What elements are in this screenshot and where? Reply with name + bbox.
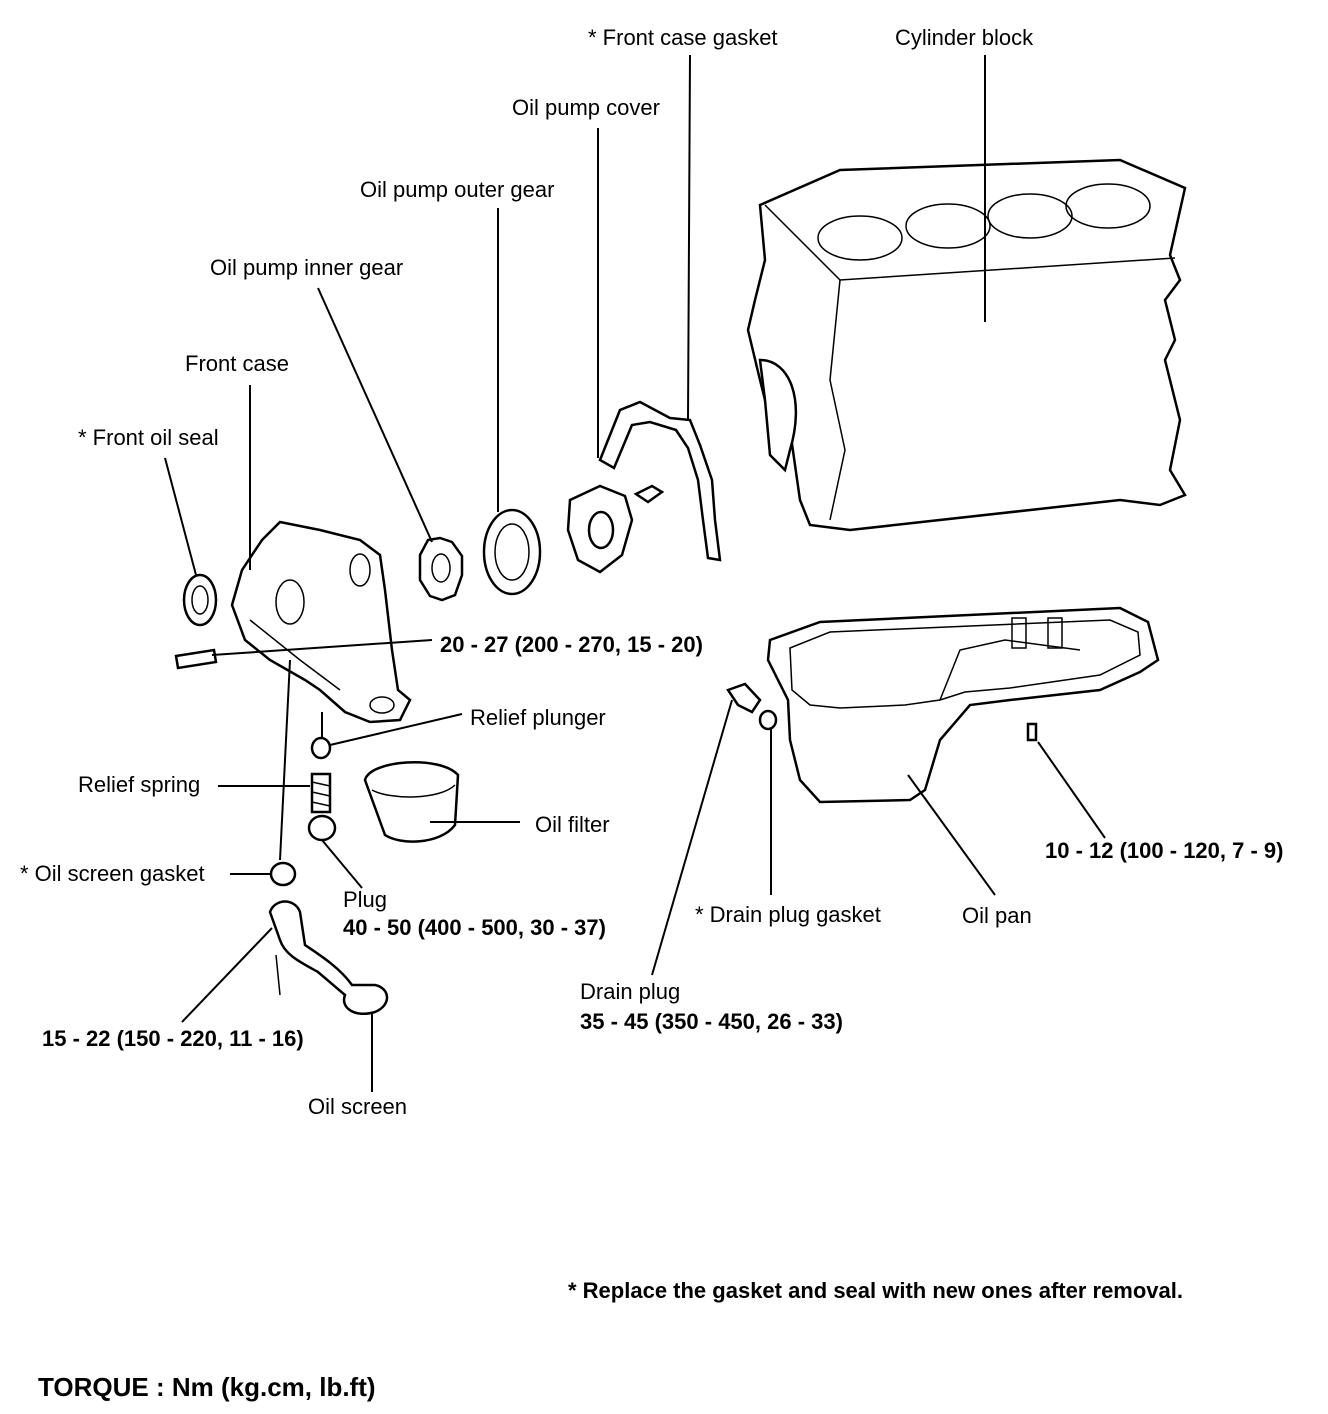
drain-plug-drawing xyxy=(726,682,778,731)
oil-screen-gasket-drawing xyxy=(269,861,297,887)
replace-note: * Replace the gasket and seal with new o… xyxy=(568,1278,1183,1303)
front-oil-seal-drawing xyxy=(182,573,218,627)
label-cylinder-block: Cylinder block xyxy=(895,25,1034,50)
oil-pump-cover-drawing xyxy=(566,484,634,574)
label-oil-pan-torque: 10 - 12 (100 - 120, 7 - 9) xyxy=(1045,838,1283,863)
label-oil-pan: Oil pan xyxy=(962,903,1032,928)
oil-pump-inner-gear-drawing xyxy=(418,536,464,602)
oil-pump-outer-gear-drawing xyxy=(482,508,542,596)
front-case-gasket-drawing xyxy=(598,400,722,562)
relief-valve-drawing xyxy=(307,736,337,842)
label-oil-screen-torque: 15 - 22 (150 - 220, 11 - 16) xyxy=(42,1026,304,1051)
leader-lines xyxy=(164,54,1106,1092)
label-plug-torque: 40 - 50 (400 - 500, 30 - 37) xyxy=(343,915,606,940)
front-case-drawing xyxy=(230,520,412,724)
label-front-oil-seal: * Front oil seal xyxy=(78,425,219,450)
label-relief-spring: Relief spring xyxy=(78,772,200,797)
cover-bolt-drawing xyxy=(633,484,665,504)
label-oil-pump-outer-gear: Oil pump outer gear xyxy=(360,177,554,202)
label-front-case: Front case xyxy=(185,351,289,376)
label-oil-filter: Oil filter xyxy=(535,812,610,837)
label-oil-screen-gasket: * Oil screen gasket xyxy=(20,861,205,886)
label-drain-plug-gasket: * Drain plug gasket xyxy=(695,902,881,927)
label-front-case-torque: 20 - 27 (200 - 270, 15 - 20) xyxy=(440,632,703,657)
label-oil-screen: Oil screen xyxy=(308,1094,407,1119)
oil-screen-drawing xyxy=(268,900,389,1015)
label-drain-plug: Drain plug xyxy=(580,979,680,1004)
oil-pan-drawing xyxy=(766,606,1160,804)
label-oil-pump-inner-gear: Oil pump inner gear xyxy=(210,255,403,280)
label-oil-pump-cover: Oil pump cover xyxy=(512,95,660,120)
oil-filter-drawing xyxy=(363,761,460,843)
torque-unit-note: TORQUE : Nm (kg.cm, lb.ft) xyxy=(38,1372,376,1402)
label-relief-plunger: Relief plunger xyxy=(470,705,606,730)
oil-pan-bolt-drawing xyxy=(1026,722,1038,742)
label-drain-plug-torque: 35 - 45 (350 - 450, 26 - 33) xyxy=(580,1009,843,1034)
label-front-case-gasket: * Front case gasket xyxy=(588,25,778,50)
front-case-bolt-drawing xyxy=(174,648,218,670)
cylinder-block-drawing xyxy=(746,158,1187,532)
label-plug: Plug xyxy=(343,887,387,912)
